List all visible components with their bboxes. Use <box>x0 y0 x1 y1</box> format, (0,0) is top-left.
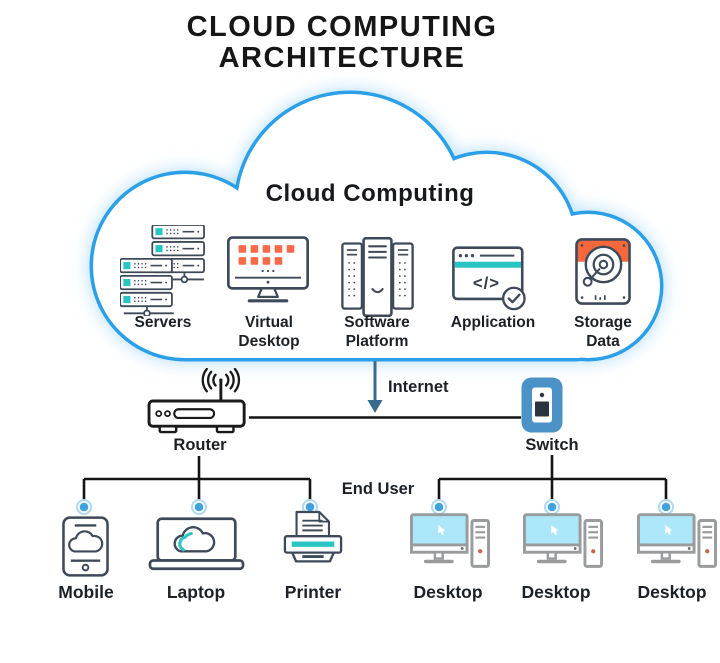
desktop-icon-2 <box>523 513 603 568</box>
label-virtual-desktop: Virtual Desktop <box>238 314 300 350</box>
label-application: Application <box>450 314 536 331</box>
check-icon <box>507 293 521 304</box>
connection-nodes <box>76 499 674 515</box>
end-user-label: End User <box>341 480 415 498</box>
application-icon: </> <box>452 246 526 311</box>
cursor-icon <box>438 524 446 535</box>
mobile-label: Mobile <box>58 582 114 602</box>
switch-label: Switch <box>525 436 579 454</box>
router-label: Router <box>173 436 227 454</box>
cloud-title: Cloud Computing <box>265 180 475 207</box>
desktop-label-1: Desktop <box>413 582 483 602</box>
label-storage-data: Storage Data <box>574 314 632 350</box>
label-software-platform: Software Platform <box>344 314 410 350</box>
cursor-icon <box>665 524 673 535</box>
desktop-icon-3 <box>637 513 717 568</box>
printer-icon <box>283 510 343 563</box>
virtual-desktop-icon <box>227 236 309 303</box>
desktop-icon-1 <box>410 513 490 568</box>
internet-label: Internet <box>388 378 449 396</box>
printer-label: Printer <box>284 582 342 602</box>
page-title-line2: ARCHITECTURE <box>218 41 466 74</box>
laptop-label: Laptop <box>166 582 226 602</box>
internet-arrow-head <box>367 400 383 413</box>
laptop-icon <box>148 517 245 571</box>
page-title-line1: CLOUD COMPUTING <box>186 11 498 43</box>
page-title: CLOUD COMPUTING ARCHITECTURE <box>0 12 684 73</box>
servers-icon <box>120 225 205 316</box>
storage-data-icon <box>575 238 631 305</box>
desktop-label-2: Desktop <box>521 582 591 602</box>
cursor-icon <box>551 524 559 535</box>
switch-icon <box>521 377 563 433</box>
desktop-label-3: Desktop <box>637 582 707 602</box>
software-platform-icon <box>341 237 414 317</box>
label-servers: Servers <box>134 314 192 331</box>
code-glyph: </> <box>473 274 500 293</box>
mobile-icon <box>62 516 109 577</box>
router-icon <box>147 368 246 434</box>
